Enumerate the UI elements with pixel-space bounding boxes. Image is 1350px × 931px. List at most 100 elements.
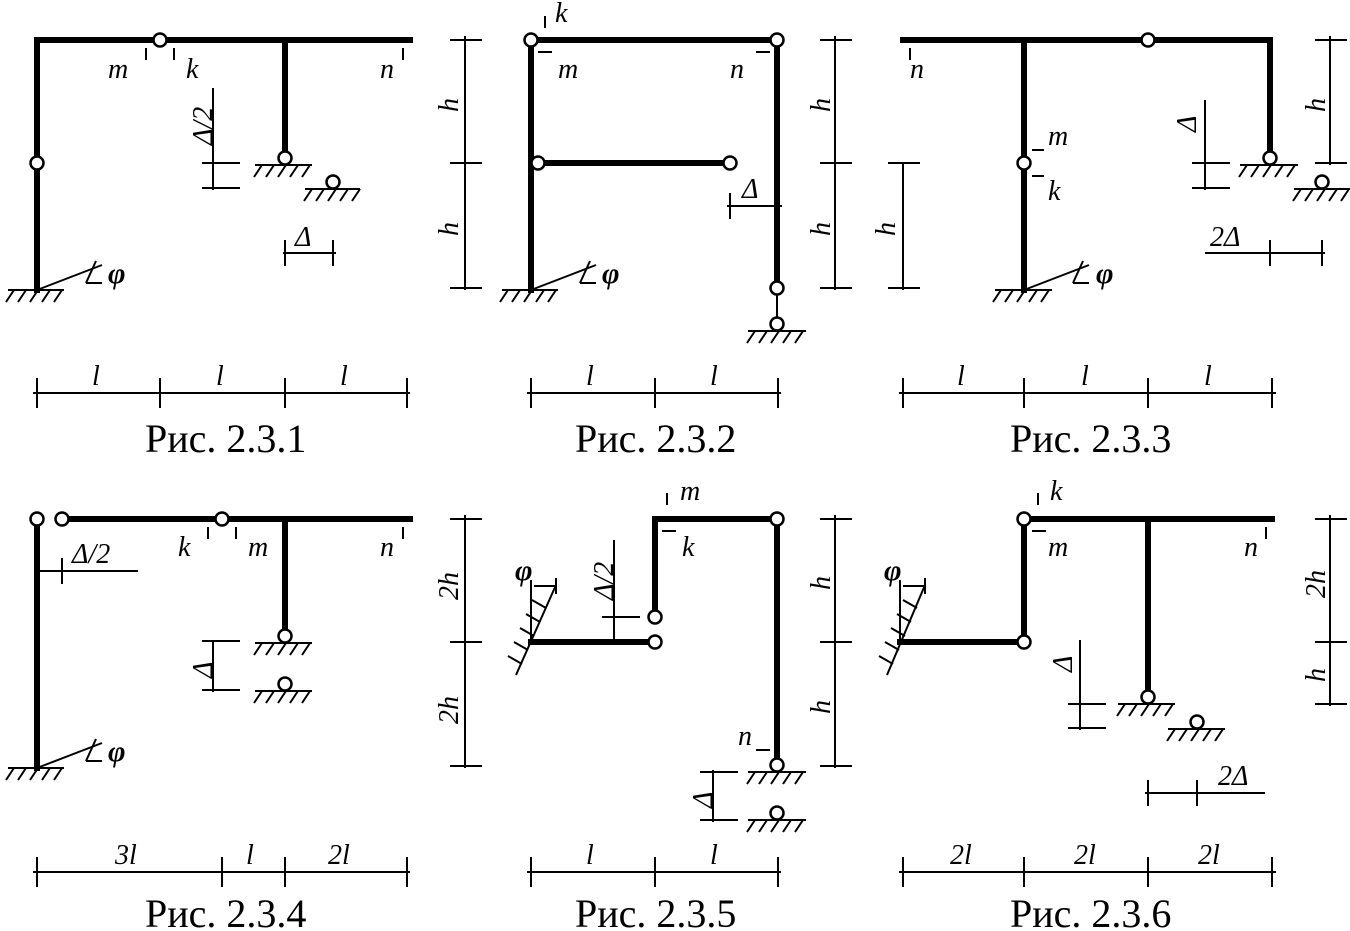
svg-text:l: l [586,840,594,871]
svg-text:l: l [957,361,965,392]
svg-text:k: k [178,532,191,563]
svg-text:Δ: Δ [741,174,758,205]
svg-text:l: l [1081,361,1089,392]
hinge-icon [29,155,45,171]
figure-2-3-6: φ k m n Δ 2Δ 2h h 2l 2l 2l Рис. 2.3.6 [878,476,1347,931]
caption: Рис. 2.3.6 [1010,891,1171,931]
figure-2-3-3: φ n m k Δ 2Δ h h l l l Рис. 2.3.3 [871,32,1350,461]
svg-text:m: m [558,54,578,85]
svg-text:k: k [1050,476,1063,507]
hinge-icon [1189,714,1205,730]
svg-text:m: m [1048,121,1068,152]
hinge-icon [1140,32,1156,48]
hinge-icon [1016,511,1032,527]
svg-text:h: h [1301,98,1332,112]
svg-text:m: m [1048,532,1068,563]
svg-text:h: h [806,700,837,714]
svg-text:2h: 2h [434,572,465,600]
caption: Рис. 2.3.4 [145,891,306,931]
fixed-support-rotated: φ [5,257,126,303]
hinge-icon [530,155,546,171]
label-delta-half: Δ/2 [188,107,219,146]
svg-text:2l: 2l [950,840,972,871]
hinge-icon [277,628,293,644]
svg-text:l: l [710,840,718,871]
svg-text:l: l [586,361,594,392]
hinge-icon [1314,174,1330,190]
svg-text:l: l [710,361,718,392]
figure-2-3-4: φ k m n Δ/2 Δ 2h 2h 3l l 2l Рис. 2.3.4 [5,511,482,931]
svg-text:2l: 2l [1074,840,1096,871]
svg-text:h: h [871,222,902,236]
label-k: k [186,54,199,85]
span-dimension: l l l [33,361,410,408]
hinge-icon [769,511,785,527]
label-n: n [380,54,394,85]
svg-text:h: h [1301,668,1332,682]
hinge-icon [277,150,293,166]
svg-text:φ: φ [108,735,126,768]
label-phi: φ [108,257,126,290]
svg-text:n: n [730,54,744,85]
svg-text:h: h [806,576,837,590]
svg-text:2h: 2h [1301,570,1332,598]
svg-text:h: h [806,98,837,112]
hinge-icon [769,32,785,48]
svg-text:2l: 2l [1198,840,1220,871]
svg-text:k: k [682,532,695,563]
svg-text:Δ: Δ [688,792,719,809]
svg-text:2h: 2h [434,696,465,724]
svg-text:2Δ: 2Δ [1210,222,1240,253]
svg-text:Δ/2: Δ/2 [589,562,620,601]
hinge-icon [214,511,230,527]
svg-text:φ: φ [1096,257,1114,290]
hinge-icon [1140,689,1156,705]
label-m: m [108,54,128,85]
svg-text:l: l [340,361,348,392]
svg-text:l: l [92,361,100,392]
svg-text:l: l [1204,361,1212,392]
svg-text:n: n [380,532,394,563]
svg-text:h: h [434,222,465,236]
caption: Рис. 2.3.1 [145,416,306,461]
svg-text:h: h [434,98,465,112]
svg-text:2Δ: 2Δ [1218,761,1248,792]
caption: Рис. 2.3.2 [575,416,736,461]
svg-text:l: l [216,361,224,392]
hinge-icon [1016,634,1032,650]
hinge-icon [152,32,168,48]
svg-text:φ: φ [884,554,902,587]
svg-text:2l: 2l [328,840,350,871]
svg-text:n: n [1244,532,1258,563]
hinge-icon [325,174,341,190]
svg-text:n: n [738,721,752,752]
svg-text:n: n [910,54,924,85]
hinge-icon [647,609,663,625]
svg-text:Δ: Δ [1172,116,1203,133]
svg-text:h: h [806,222,837,236]
hinge-icon [54,511,70,527]
svg-text:Δ/2: Δ/2 [71,539,110,570]
svg-text:m: m [248,532,268,563]
svg-text:k: k [555,0,568,29]
hinge-icon [647,634,663,650]
svg-text:3l: 3l [114,840,137,871]
figure-2-3-5: φ m k n Δ/2 Δ h h l l Рис. 2.3.5 [507,476,852,931]
svg-text:l: l [246,840,254,871]
label-delta: Δ [294,222,311,253]
hinge-icon [277,676,293,692]
hinge-icon [1016,155,1032,171]
figure-2-3-1: φ m k n Δ/2 Δ l l l [5,32,413,461]
svg-text:m: m [680,476,700,507]
svg-text:φ: φ [602,257,620,290]
caption: Рис. 2.3.3 [1010,416,1171,461]
svg-text:k: k [1048,176,1061,207]
hinge-icon [523,32,539,48]
svg-text:Δ: Δ [188,662,219,679]
hinge-icon [769,757,785,773]
svg-text:φ: φ [515,554,533,587]
hinge-icon [769,316,785,332]
caption: Рис. 2.3.5 [575,891,736,931]
svg-text:Δ: Δ [1048,656,1079,673]
